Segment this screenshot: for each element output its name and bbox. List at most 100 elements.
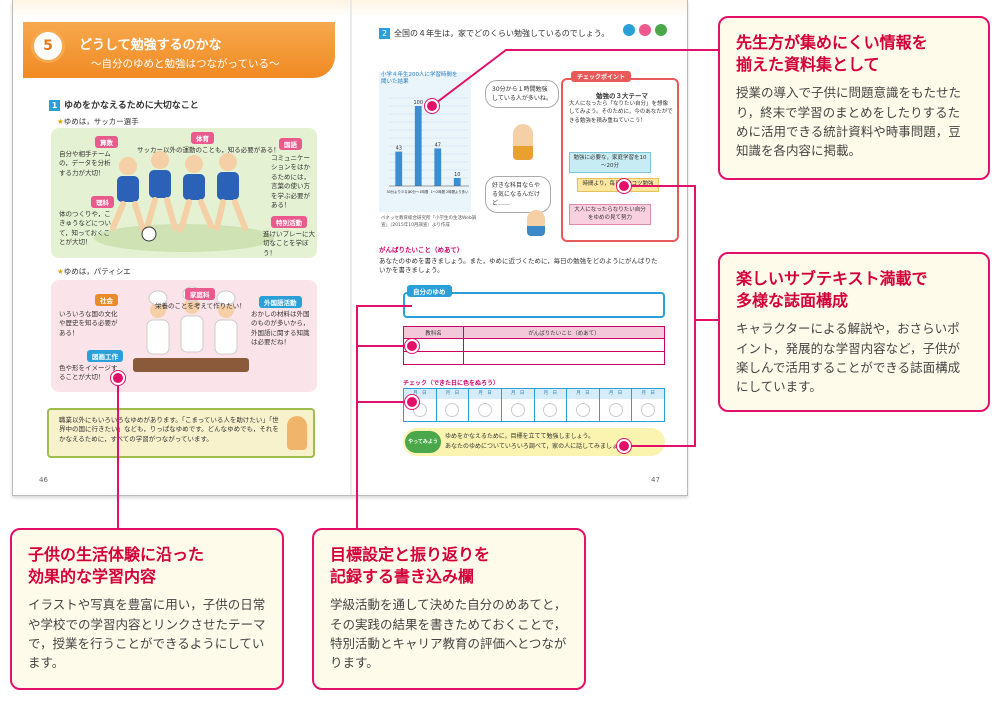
check-day[interactable]: 月 日 [436,389,470,421]
circle-icon [608,403,623,417]
try-it-line-1: ゆめをかなえるために，目標を立てて勉強しましょう。 [445,433,595,440]
marker-dot [111,371,125,385]
callout-body: 学級活動を通して決めた自分のめあてと，その実践の結果を書きためておくことで，特別… [330,597,567,671]
callout-body: イラストや写真を豊富に用い，子供の日常や学校での学習内容とリンクさせたテーマで，… [28,597,266,671]
girl-character-icon [527,210,545,236]
chart-category-label: 1〜2時間 [431,189,446,194]
speech-bubble-1: 30分から１時間勉強している人が多いね。 [485,80,559,108]
text-art: 色や形をイメージすることが大切！ [59,364,118,382]
callout-title: 目標設定と振り返りを 記録する書き込み欄 [330,545,491,586]
my-dream-label: 自分のゆめ [407,285,452,297]
try-it-text: ゆめをかなえるために，目標を立てて勉強しましょう。あなたのゆめについていろいろ調… [445,432,630,451]
circle-icon [543,403,558,417]
unit-subtitle: ～自分のゆめと勉強はつながっている～ [91,58,280,70]
callout-body: 授業の導入で子供に問題意識をもたせたり，終末で学習のまとめをしたりするために活用… [736,85,962,159]
patissier-illustration [133,286,249,372]
text-pe: サッカー以外の運動のことも，知る必要がある！ [137,146,280,154]
tag-home-economics: 家庭科 [185,288,215,300]
date-label: 月 日 [534,389,567,399]
goals-table: 教科名がんばりたいこと（めあて） [403,326,665,365]
section-2-heading: 2 全国の４年生は，家でどのくらい勉強しているのでしょう。 [379,28,609,39]
tag-pe: 体育 [191,132,214,144]
soccer-illustration [94,151,274,252]
text-foreign-language: おかしの材料は外国のものが多いから，外国語に関する知識は必要だね！ [251,310,310,347]
check-day[interactable]: 月 日 [469,389,502,421]
check-day[interactable]: 月 日 [567,389,600,421]
tag-social: 社会 [95,294,118,306]
check-point-text: 大人になったら「なりたい自分」を想像してみよう。そのために，今のあなたができる勉… [569,101,673,124]
section-number-icon: 2 [379,28,390,39]
chart-data-label: 47 [435,142,441,148]
tag-art: 図画工作 [87,350,123,362]
try-it-badge: やってみよう [405,431,441,453]
tag-math: 算数 [95,136,118,148]
goals-heading: がんばりたいこと（めあて） [379,246,464,254]
star-icon: ★ [57,267,64,276]
dream-1-heading: ★ゆめは，サッカー選手 [57,116,139,127]
note-box: 職業以外にもいろいろなゆめがあります。「こまっている人を助けたい」「世界中の国に… [47,408,315,458]
callout-title: 子供の生活体験に沿った 効果的な学習内容 [28,545,205,586]
dream-1-text: ゆめは，サッカー選手 [63,117,139,126]
chart-bar [453,178,461,186]
marker-dot [405,395,419,409]
goals-instructions: あなたのゆめを書きましょう。また，ゆめに近づくために，毎日の勉強をどのようにがん… [379,257,658,275]
marker-dot [617,439,631,453]
chart-data-label: 43 [396,146,402,152]
callout-title: 先生方が集めにくい情報を 揃えた資料集として [736,33,928,74]
date-label: 月 日 [436,389,469,399]
chart-data-label: 10 [454,172,460,178]
pink-circle-icon [639,24,651,36]
unit-title: どうして勉強するのかな [79,38,222,53]
section-2-text: 全国の４年生は，家でどのくらい勉強しているのでしょう。 [394,29,610,38]
callout-body: キャラクターによる解説や，おさらいポイント，発展的な学習内容など，子供が楽しんで… [736,321,961,395]
speech-bubble-2: 好きな科目ならやる気になるんだけど…… [485,176,551,213]
chart-category-label: 2時間より多い [446,189,469,194]
callout-title: 楽しいサブテキスト満載で 多様な誌面構成 [736,269,928,310]
note-text: 職業以外にもいろいろなゆめがあります。「こまっている人を助けたい」「世界中の国に… [59,416,279,443]
theme-block-3: 大人になったらなりたい自分をゆめの見て努力 [569,204,651,226]
boy-character-icon [513,124,533,160]
dream-box-soccer: 算数 体育 国語 理科 特別活動 自分や相手チームの，データを分析する力が大切！… [51,128,317,258]
unit-banner [23,22,335,78]
circle-icon [575,403,590,417]
page-number-right: 47 [651,476,660,484]
date-label: 月 日 [469,389,501,399]
check-point-tag: チェックポイント [571,71,632,82]
check-day[interactable]: 月 日 [599,389,633,421]
dream-2-heading: ★ゆめは，パティシエ [57,266,131,277]
tag-special-activity: 特別活動 [271,216,307,228]
tag-foreign-language: 外国語活動 [259,296,302,308]
check-day[interactable]: 月 日 [501,389,535,421]
table-row[interactable] [403,351,665,365]
date-label: 月 日 [599,389,632,399]
circle-icon [510,403,525,417]
text-special-activity: 進けいプレーに大切なことを学ぼう！ [263,230,315,257]
check-day[interactable]: 月 日 [534,389,568,421]
check-point-heading: 勉強の３大テーマ [596,92,648,100]
section-number-icon: 1 [49,100,60,111]
chart-source: ベネッセ教育総合研究所「小学生の生活Web調査」（2015年10月調査）より作成 [381,216,477,228]
circle-icon [445,403,460,417]
callout-goal-record: 目標設定と振り返りを 記録する書き込み欄 学級活動を通して決めた自分のめあてと，… [312,528,586,690]
text-science: 体のつくりや，こきゅうなどについて，知っておくことが大切！ [59,210,111,247]
chart-bar [434,148,442,186]
check-calendar: 月 日 月 日 月 日 月 日 月 日 月 日 月 日 月 日 [403,388,665,422]
page-icons [623,24,667,36]
page-number-left: 46 [39,476,48,484]
marker-dot [405,339,419,353]
callout-life-experience: 子供の生活体験に沿った 効果的な学習内容 イラストや写真を豊富に用い，子供の日常… [10,528,284,690]
marker-dot [425,99,439,113]
tag-science: 理科 [91,196,114,208]
tag-japanese: 国語 [279,138,302,150]
table-row[interactable] [403,338,665,352]
chart-data-label: 100 [413,100,423,106]
check-day[interactable]: 月 日 [404,389,437,421]
check-day[interactable]: 月 日 [632,389,664,421]
date-label: 月 日 [404,389,436,399]
circle-icon [641,403,656,417]
